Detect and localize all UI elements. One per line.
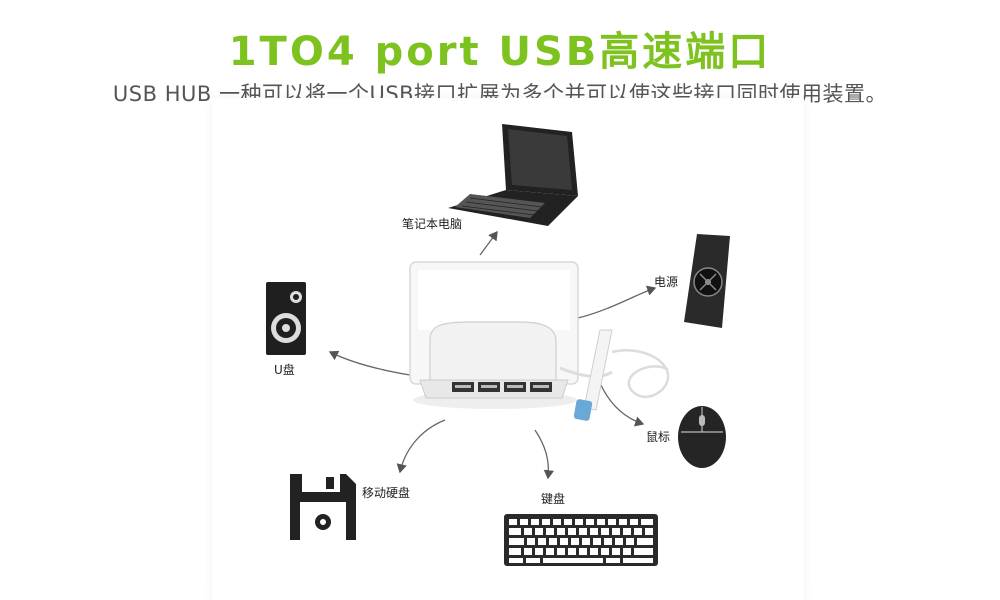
label-udisk: U盘	[274, 363, 295, 377]
label-laptop: 笔记本电脑	[402, 217, 463, 231]
arrow-to-mouse	[599, 382, 645, 427]
usb-cable	[559, 329, 670, 421]
arrow-to-floppy	[396, 419, 446, 474]
arrow-to-udisk	[328, 350, 411, 376]
usb-hub-device	[409, 261, 579, 409]
arrow-to-keyboard	[534, 429, 555, 480]
connection-arrows	[328, 230, 657, 480]
arrow-to-power	[577, 285, 657, 319]
usb-port-row	[452, 382, 552, 392]
mouse-icon	[678, 406, 726, 468]
label-power: 电源	[654, 275, 679, 289]
keyboard-icon	[504, 514, 658, 566]
power-icon	[684, 234, 730, 328]
label-mouse: 鼠标	[646, 430, 671, 444]
page-title: 1TO4 port USB高速端口	[228, 29, 772, 75]
speaker-icon	[266, 282, 306, 355]
floppy-icon	[290, 474, 356, 540]
label-keyboard: 键盘	[541, 492, 566, 506]
arrow-to-laptop	[479, 230, 498, 256]
laptop-icon	[448, 124, 578, 226]
label-floppy: 移动硬盘	[362, 486, 411, 500]
